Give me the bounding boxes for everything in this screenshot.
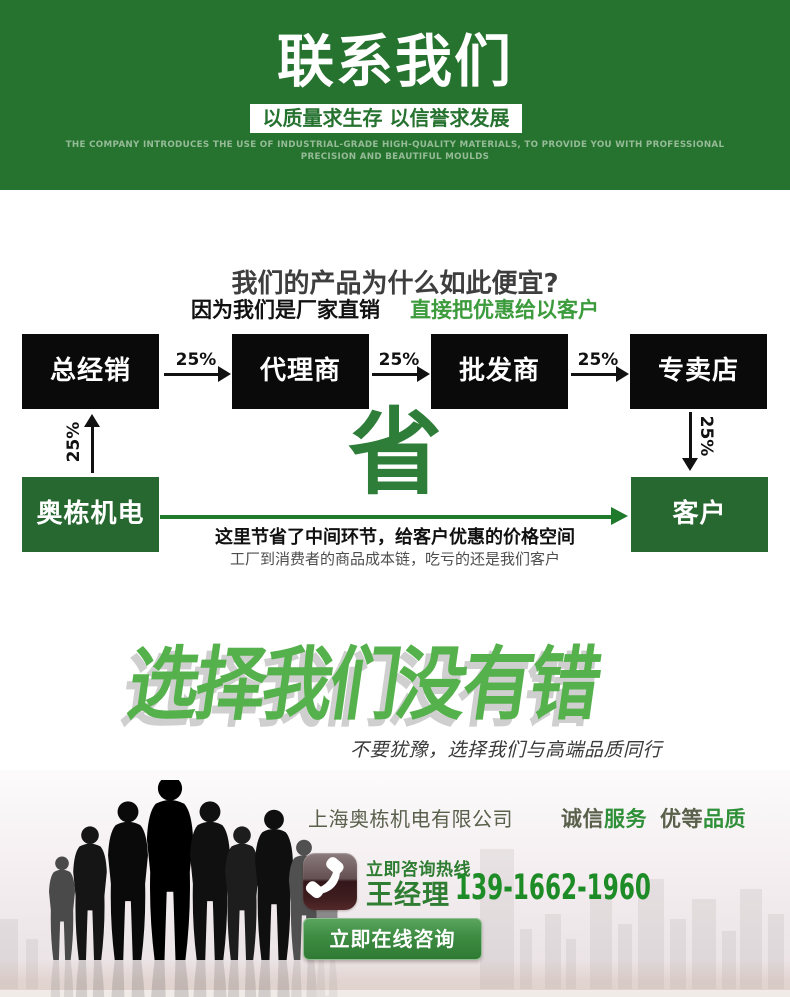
online-consult-button[interactable]: 立即在线咨询 bbox=[303, 918, 482, 960]
skyline-bar bbox=[618, 924, 632, 989]
subtitle-black: 因为我们是厂家直销 bbox=[191, 298, 380, 322]
company-name: 上海奥栋机电有限公司 bbox=[308, 807, 513, 831]
skyline-bar bbox=[638, 879, 664, 989]
skyline-bar bbox=[566, 939, 576, 989]
arrow-down-line bbox=[689, 412, 692, 459]
arrow-down-head bbox=[682, 458, 698, 471]
save-character: 省 bbox=[347, 399, 442, 508]
arrow-down-label: 25% bbox=[696, 415, 716, 457]
english-tagline-line2: PRECISION AND BEAUTIFUL MOULDS bbox=[300, 151, 490, 162]
skyline-bar bbox=[26, 939, 38, 989]
skyline-bar bbox=[740, 889, 762, 989]
save-arrow-head bbox=[611, 507, 628, 525]
note-gray: 工厂到消费者的商品成本链，吃亏的还是我们客户 bbox=[229, 550, 560, 568]
arrow-2-head bbox=[417, 366, 430, 382]
chain-box-distributor: 总经销 bbox=[22, 334, 159, 409]
skyline-bar bbox=[545, 914, 561, 989]
skyline-bar bbox=[768, 914, 784, 989]
english-tagline: THE COMPANY INTRODUCES THE USE OF INDUST… bbox=[12, 140, 778, 163]
business-people-silhouettes bbox=[48, 780, 340, 997]
skyline-bar bbox=[520, 929, 532, 989]
arrow-up-label: 25% bbox=[64, 421, 84, 463]
chain-box-wholesaler: 批发商 bbox=[431, 334, 568, 409]
skyline-bar bbox=[0, 919, 18, 989]
section-subtitle: 因为我们是厂家直销 直接把优惠给以客户 bbox=[0, 294, 790, 324]
header-banner bbox=[0, 0, 790, 190]
arrow-2-label: 25% bbox=[378, 350, 420, 370]
choose-subline: 不要犹豫，选择我们与高端品质同行 bbox=[349, 739, 662, 761]
arrow-1-line bbox=[164, 373, 219, 376]
arrow-up-head bbox=[84, 414, 100, 427]
skyline-bar bbox=[722, 931, 736, 989]
skyline-bar bbox=[590, 894, 612, 989]
section-title: 我们的产品为什么如此便宜? bbox=[231, 269, 559, 299]
skyline-bar bbox=[670, 919, 686, 989]
arrow-1-head bbox=[218, 366, 231, 382]
arrow-1-label: 25% bbox=[175, 350, 217, 370]
save-arrow-line bbox=[160, 515, 612, 519]
skyline-bar bbox=[692, 899, 716, 989]
slogan-box: 以质量求生存 以信誉求发展 bbox=[250, 104, 522, 133]
chain-box-agent: 代理商 bbox=[232, 334, 369, 409]
phone-icon bbox=[303, 853, 357, 910]
page-title: 联系我们 bbox=[277, 29, 513, 95]
phone-number: 139-1662-1960 bbox=[455, 868, 651, 908]
arrow-3-head bbox=[616, 366, 629, 382]
factory-box: 奥栋机电 bbox=[22, 477, 159, 552]
note-bold: 这里节省了中间环节，给客户优惠的价格空间 bbox=[215, 527, 575, 548]
footer-bottom-fade bbox=[0, 990, 790, 997]
english-tagline-line1: THE COMPANY INTRODUCES THE USE OF INDUST… bbox=[65, 140, 725, 150]
subtitle-green: 直接把优惠给以客户 bbox=[410, 298, 599, 322]
arrow-2-line bbox=[372, 373, 418, 376]
contact-name: 王经理 bbox=[366, 880, 450, 911]
arrow-3-line bbox=[571, 373, 617, 376]
company-slogan: 诚信服务优等品质 bbox=[561, 807, 746, 831]
choose-headline: 选择我们没有错 bbox=[122, 638, 604, 731]
company-line: 上海奥栋机电有限公司 诚信服务优等品质 bbox=[308, 803, 788, 833]
slogan-text: 以质量求生存 以信誉求发展 bbox=[262, 106, 510, 130]
hotline-label: 立即咨询热线 bbox=[366, 860, 471, 880]
chain-box-store: 专卖店 bbox=[630, 334, 767, 409]
arrow-up-line bbox=[91, 426, 94, 473]
skyline-bar bbox=[480, 849, 514, 989]
customer-box: 客户 bbox=[631, 477, 768, 552]
arrow-3-label: 25% bbox=[577, 350, 619, 370]
